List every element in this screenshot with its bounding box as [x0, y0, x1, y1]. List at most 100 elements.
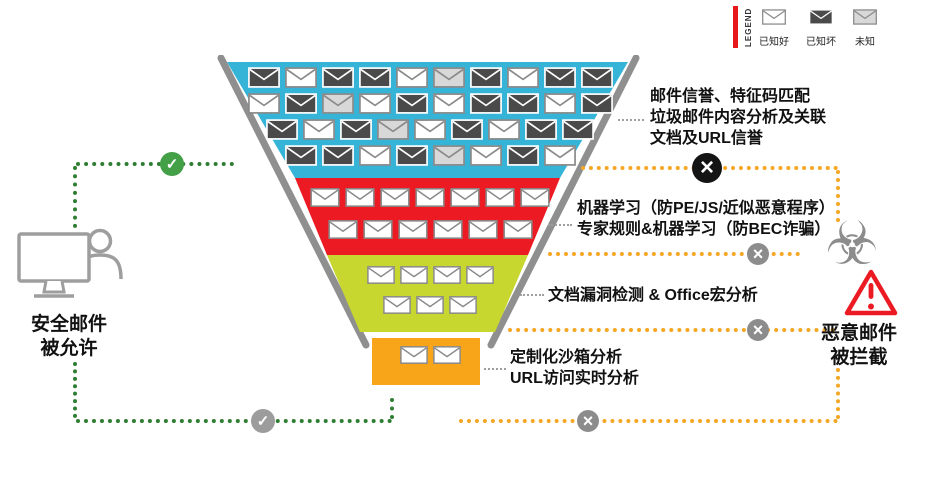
- envelope-row: [200, 119, 660, 140]
- biohazard-icon: ☣: [825, 210, 879, 277]
- annotation-connector: [520, 294, 544, 296]
- envelope-good-icon: [358, 145, 391, 166]
- legend-item-unknown: 未知: [853, 9, 877, 48]
- block-circle-sandbox: ×: [577, 410, 599, 432]
- envelope-good-icon: [543, 93, 576, 114]
- envelope-unknown-icon: [853, 9, 877, 25]
- envelope-good-icon: [414, 119, 446, 140]
- envelope-good-icon: [380, 188, 410, 207]
- envelope-bad-icon: [321, 67, 354, 88]
- envelope-good-icon: [345, 188, 375, 207]
- allowed-path-funnel-drop: [390, 398, 394, 419]
- envelope-row: [200, 346, 660, 364]
- blocked-path-doc: [508, 328, 835, 332]
- funnel-envelopes: [200, 55, 660, 395]
- envelope-good-icon: [432, 346, 461, 364]
- envelope-row: [200, 67, 660, 88]
- envelope-good-icon: [358, 93, 391, 114]
- envelope-row: [200, 220, 660, 239]
- legend-item-known-good: 已知好: [759, 9, 789, 48]
- envelope-bad-icon: [321, 145, 354, 166]
- blocked-path-sandbox: [459, 419, 838, 423]
- envelope-good-icon: [502, 220, 533, 239]
- envelope-good-icon: [450, 188, 480, 207]
- envelope-good-icon: [395, 67, 428, 88]
- envelope-good-icon: [416, 296, 444, 314]
- envelope-unknown-icon: [853, 9, 877, 30]
- envelope-unknown-icon: [432, 145, 465, 166]
- envelope-good-icon: [488, 119, 520, 140]
- envelope-good-icon: [762, 9, 786, 30]
- legend-red-bar: [733, 6, 738, 48]
- annotation-machine-learning: 机器学习（防PE/JS/近似恶意程序） 专家规则&机器学习（防BEC诈骗）: [577, 200, 835, 239]
- envelope-bad-icon: [340, 119, 372, 140]
- envelope-good-icon: [467, 220, 498, 239]
- annotation-doc-exploit: 文档漏洞检测 & Office宏分析: [548, 287, 758, 304]
- envelope-bad-icon: [451, 119, 483, 140]
- envelope-good-icon: [485, 188, 515, 207]
- allowed-path-bottom: [76, 419, 392, 423]
- legend-item-known-bad: 已知坏: [806, 9, 836, 48]
- envelope-bad-icon: [525, 119, 557, 140]
- envelope-good-icon: [399, 266, 428, 284]
- annotation-connector: [548, 224, 572, 226]
- envelope-good-icon: [506, 67, 539, 88]
- allowed-path-left-upper: [73, 166, 77, 228]
- blocked-path-ml: [548, 252, 800, 256]
- envelope-good-icon: [383, 296, 411, 314]
- safe-email-monitor-user-icon: [17, 228, 123, 298]
- envelope-good-icon: [432, 220, 463, 239]
- envelope-bad-icon: [809, 9, 833, 25]
- envelope-good-icon: [520, 188, 550, 207]
- blocked-path-right-lower: [836, 368, 840, 419]
- envelope-good-icon: [284, 67, 317, 88]
- envelope-bad-icon: [543, 67, 576, 88]
- envelope-bad-icon: [284, 93, 317, 114]
- check-circle-bottom: ✓: [251, 409, 275, 433]
- annotation-connector: [618, 119, 644, 121]
- envelope-row: [200, 145, 660, 166]
- envelope-good-icon: [327, 220, 358, 239]
- envelope-good-icon: [397, 220, 428, 239]
- envelope-bad-icon: [469, 93, 502, 114]
- legend-item-label: 已知坏: [806, 37, 836, 48]
- envelope-good-icon: [310, 188, 340, 207]
- allowed-path-top: [76, 162, 234, 166]
- annotation-connector: [484, 368, 506, 370]
- envelope-bad-icon: [395, 145, 428, 166]
- block-circle-ml: ×: [747, 243, 769, 265]
- envelope-bad-icon: [358, 67, 391, 88]
- block-circle-doc: ×: [747, 319, 769, 341]
- envelope-bad-icon: [580, 67, 613, 88]
- envelope-bad-icon: [809, 9, 833, 30]
- blocked-label: 恶意邮件 被拦截: [820, 323, 897, 368]
- envelope-unknown-icon: [432, 67, 465, 88]
- envelope-good-icon: [543, 145, 576, 166]
- blocked-path-right-upper: [836, 170, 840, 222]
- envelope-good-icon: [432, 266, 461, 284]
- allowed-path-left-lower: [73, 362, 77, 418]
- warning-triangle-icon: [844, 269, 898, 316]
- envelope-row: [200, 188, 660, 207]
- legend-title: LEGEND: [744, 7, 753, 47]
- legend: LEGEND 已知好 已知坏 未知: [733, 6, 877, 48]
- envelope-bad-icon: [506, 145, 539, 166]
- envelope-good-icon: [362, 220, 393, 239]
- block-circle-reputation: ×: [692, 153, 722, 183]
- envelope-good-icon: [303, 119, 335, 140]
- envelope-good-icon: [247, 93, 280, 114]
- annotation-reputation: 邮件信誉、特征码匹配 垃圾邮件内容分析及关联 文档及URL信誉: [650, 88, 827, 148]
- envelope-bad-icon: [580, 93, 613, 114]
- envelope-bad-icon: [562, 119, 594, 140]
- envelope-bad-icon: [506, 93, 539, 114]
- envelope-good-icon: [415, 188, 445, 207]
- envelope-unknown-icon: [377, 119, 409, 140]
- envelope-row: [200, 266, 660, 284]
- legend-item-label: 未知: [855, 37, 875, 48]
- envelope-good-icon: [366, 266, 395, 284]
- legend-items: 已知好 已知坏 未知: [759, 6, 877, 48]
- envelope-bad-icon: [469, 67, 502, 88]
- check-circle-allowed: ✓: [160, 152, 184, 176]
- envelope-bad-icon: [284, 145, 317, 166]
